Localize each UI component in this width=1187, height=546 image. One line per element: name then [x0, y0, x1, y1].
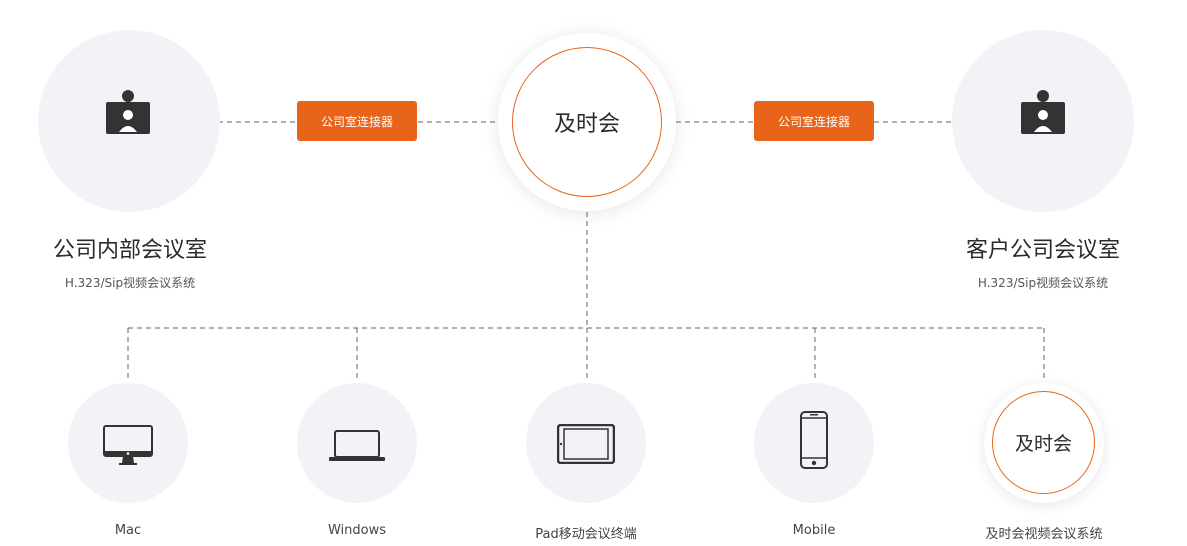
left-room-title: 公司内部会议室	[52, 238, 207, 263]
right-room-subtitle: H.323/Sip视频会议系统	[977, 276, 1109, 290]
device-windows-label: Windows	[327, 523, 387, 538]
device-mobile-circle	[754, 383, 874, 503]
left-connector-badge: 公司室连接器	[297, 101, 417, 141]
hub-logo: 及时会	[512, 47, 662, 197]
right-room-title: 客户公司会议室	[965, 238, 1120, 263]
right-connector-badge: 公司室连接器	[754, 101, 874, 141]
conference-room-icon	[1021, 90, 1065, 134]
smartphone-icon	[800, 411, 828, 469]
device-pad-label: Pad移动会议终端	[535, 527, 637, 542]
laptop-icon	[329, 430, 385, 461]
imac-icon	[103, 425, 153, 465]
device-jishihui-label: 及时会视频会议系统	[985, 527, 1103, 542]
tablet-icon	[557, 424, 615, 464]
conference-room-icon	[106, 90, 150, 134]
device-windows-circle	[297, 383, 417, 503]
device-mobile-label: Mobile	[792, 523, 836, 538]
jishihui-logo: 及时会	[992, 391, 1095, 494]
device-mac-circle	[68, 383, 188, 503]
device-mac-label: Mac	[114, 523, 142, 538]
device-pad-circle	[526, 383, 646, 503]
left-room-subtitle: H.323/Sip视频会议系统	[64, 276, 196, 290]
